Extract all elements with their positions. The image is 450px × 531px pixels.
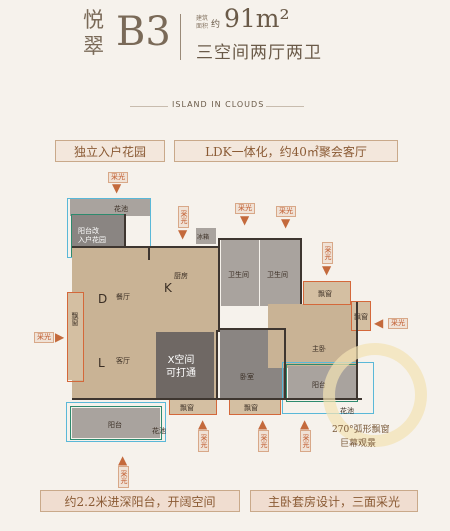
- living-label: 客厅: [116, 357, 130, 365]
- light-arrow-master-top: ▼: [322, 263, 332, 277]
- bay-window-left: [68, 292, 84, 380]
- x-space: [156, 332, 214, 398]
- dining-letter: D: [98, 292, 108, 306]
- planter-top: [70, 198, 150, 216]
- balcony-label: 阳台: [108, 421, 122, 429]
- light-tag-master-bottom: 采光: [300, 430, 311, 452]
- wall: [284, 328, 286, 400]
- bathroom-1-label: 卫生间: [228, 271, 249, 279]
- planter-top-label: 花池: [114, 205, 128, 213]
- bay-window-bottom-2: [230, 400, 280, 414]
- project-name-bottom: 翠: [83, 34, 104, 58]
- callout-bay-window: 270°弧形飘窗: [332, 425, 390, 435]
- bay-window-master-outline: [303, 281, 351, 305]
- bay-window-left-outline: [67, 292, 84, 382]
- light-arrow-entry: ▼: [112, 181, 122, 195]
- area-caption-2: 面积: [196, 23, 209, 30]
- entry-garden-label: 阳台改 入户花园: [78, 227, 106, 244]
- light-tag-bath-1: 采光: [235, 203, 255, 214]
- light-arrow-balcony: ▲: [118, 453, 128, 467]
- light-tag-master-right: 采光: [388, 318, 408, 329]
- callout-master: 主卧套房设计，三面采光: [250, 490, 418, 512]
- light-arrow-kitchen: ▼: [178, 227, 188, 241]
- bathroom-2: [260, 240, 300, 306]
- tagline-line-left: [130, 106, 168, 107]
- header-divider: [180, 14, 181, 60]
- bay-window-bottom-1: [170, 400, 216, 414]
- master-bedroom-label: 主卧: [312, 345, 326, 353]
- bay-window-bottom-1-outline: [169, 399, 217, 415]
- fridge: [196, 228, 216, 244]
- wall: [72, 246, 218, 248]
- light-tag-bay-1: 采光: [198, 430, 209, 452]
- light-arrow-bay-2: ▲: [258, 417, 268, 431]
- wall: [220, 238, 302, 240]
- wall: [220, 328, 286, 330]
- light-tag-kitchen: 采光: [178, 206, 189, 228]
- area-caption-1: 建筑: [196, 15, 209, 22]
- area-approx: 约: [211, 20, 221, 30]
- dining-label: 餐厅: [116, 293, 130, 301]
- wall: [218, 238, 220, 332]
- layout-description: 三空间两厅两卫: [196, 43, 322, 63]
- project-name-top: 悦: [83, 8, 104, 32]
- tagline: ISLAND IN CLOUDS: [172, 100, 265, 109]
- bay-window-right-outline: [351, 301, 371, 331]
- light-arrow-bath-1: ▼: [240, 213, 250, 227]
- light-arrow-bay-1: ▲: [198, 417, 208, 431]
- balcony: [72, 408, 160, 438]
- area-value: 91m²: [224, 4, 290, 33]
- light-arrow-bath-2: ▼: [281, 216, 291, 230]
- unit-code: B3: [116, 9, 171, 55]
- bay-window-bottom-1-label: 飘窗: [180, 404, 194, 412]
- wall: [216, 330, 218, 400]
- x-space-label: X空间 可打通: [166, 355, 196, 379]
- callout-bay-window-2: 巨幕观景: [340, 439, 377, 449]
- balcony-outline: [70, 406, 162, 440]
- callout-balcony: 约2.2米进深阳台，开阔空间: [40, 490, 240, 512]
- wall: [148, 246, 150, 260]
- bathroom-1: [221, 240, 259, 306]
- light-tag-balcony: 采光: [118, 466, 129, 488]
- tagline-line-right: [266, 106, 304, 107]
- kitchen: [150, 248, 218, 308]
- bathroom-2-label: 卫生间: [267, 271, 288, 279]
- light-arrow-master-bottom: ▲: [300, 417, 310, 431]
- living-letter: L: [98, 356, 105, 370]
- fridge-label: 冰箱: [197, 234, 210, 241]
- bay-window-right-label: 飘窗: [354, 313, 368, 321]
- bay-window-bottom-2-label: 飘窗: [244, 404, 258, 412]
- bay-arc-graphic: [323, 343, 427, 447]
- bedroom-label: 卧室: [240, 373, 254, 381]
- light-tag-bay-2: 采光: [258, 430, 269, 452]
- light-tag-living-left: 采光: [34, 332, 54, 343]
- master-balcony-label: 阳台: [312, 381, 326, 389]
- bay-window-master-label: 飘窗: [318, 290, 332, 298]
- planter-right-label: 花池: [340, 407, 354, 415]
- master-balcony: [288, 366, 356, 400]
- callout-entry-garden: 独立入户花园: [55, 140, 165, 162]
- wall: [300, 238, 302, 304]
- bay-window-bottom-2-outline: [229, 399, 281, 415]
- kitchen-letter: K: [164, 281, 172, 295]
- wall: [124, 214, 126, 248]
- bay-window-left-label: 飘窗: [71, 312, 79, 326]
- balcony-cyan-outline: [66, 402, 166, 442]
- kitchen-label: 厨房: [174, 272, 188, 280]
- light-tag-entry: 采光: [108, 172, 128, 183]
- light-arrow-living-left: ▶: [55, 330, 65, 344]
- planter-bottom-label: 花池: [152, 427, 166, 435]
- light-arrow-master-right: ◀: [374, 316, 384, 330]
- light-tag-bath-2: 采光: [276, 206, 296, 217]
- bay-window-master: [304, 282, 350, 304]
- light-tag-master-top: 采光: [322, 242, 333, 264]
- callout-ldk: LDK一体化，约40㎡聚会客厅: [174, 140, 398, 162]
